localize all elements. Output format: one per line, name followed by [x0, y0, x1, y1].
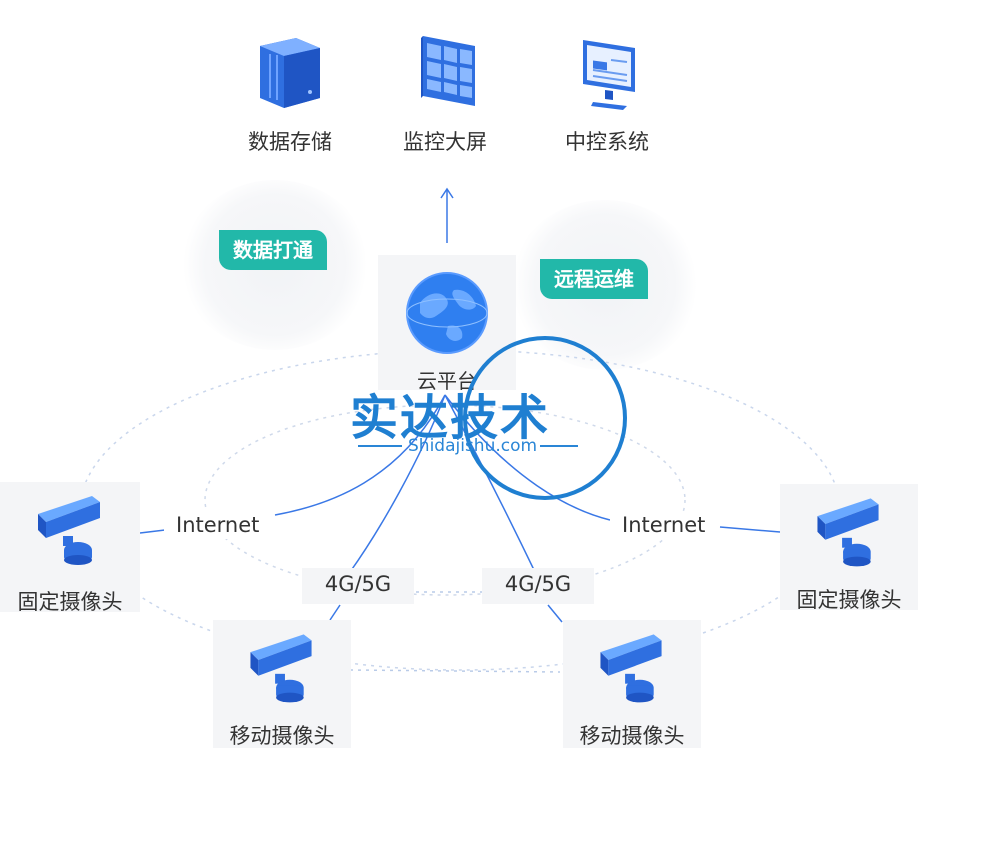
link-internet-left-tail [139, 529, 166, 534]
camera-mobile-right: 移动摄像头 [563, 620, 701, 748]
node-label-video-wall: 监控大屏 [403, 130, 487, 154]
link-4g-left-tail [329, 604, 341, 621]
video-wall-icon [421, 36, 475, 106]
link-internet-right [444, 394, 611, 521]
monitor-icon [583, 40, 635, 110]
link-label-internet-right: Internet [610, 511, 718, 539]
camera-fixed-right: 固定摄像头 [780, 484, 918, 612]
camera-label-mobile-right: 移动摄像头 [579, 724, 685, 748]
node-central-control: 中控系统 [547, 30, 667, 160]
link-4g-right-tail [547, 604, 563, 623]
camera-label-fixed-right: 固定摄像头 [796, 588, 902, 612]
cloud-platform-label: 云平台 [417, 369, 477, 393]
camera-fixed-left: 固定摄像头 [0, 482, 140, 614]
watermark-title: 实达技术 [350, 390, 551, 446]
link-label-4g-left-bg [302, 568, 414, 604]
server-icon [260, 38, 320, 108]
camera-icon [38, 496, 100, 565]
camera-mobile-left: 移动摄像头 [213, 620, 351, 748]
camera-icon [600, 634, 662, 703]
link-label-internet-left: Internet [164, 511, 272, 539]
link-internet-left [274, 394, 446, 516]
globe-icon [406, 272, 488, 354]
node-data-storage: 数据存储 [230, 30, 350, 160]
camera-icon [250, 634, 312, 703]
node-label-data-storage: 数据存储 [248, 130, 332, 154]
camera-icon [817, 498, 879, 567]
link-label-4g-left: 4G/5G [324, 572, 392, 596]
inner-ring [204, 404, 686, 596]
up-arrow-head [440, 187, 454, 199]
camera-label-mobile-left: 移动摄像头 [229, 724, 335, 748]
node-video-wall: 监控大屏 [385, 30, 505, 160]
bottom-dashed-link [349, 669, 561, 673]
link-4g-right [444, 394, 536, 573]
tag-remote-ops: 远程运维 [540, 259, 648, 299]
tag-data-integration: 数据打通 [219, 230, 327, 270]
link-label-4g-right: 4G/5G [504, 572, 572, 596]
link-label-4g-right-bg [482, 568, 594, 604]
link-internet-right-tail [719, 526, 781, 533]
link-4g-left [349, 394, 446, 573]
camera-label-fixed-left: 固定摄像头 [17, 590, 123, 614]
watermark-subtitle: Shidajishu.com [408, 436, 538, 456]
node-label-central-control: 中控系统 [565, 130, 649, 154]
